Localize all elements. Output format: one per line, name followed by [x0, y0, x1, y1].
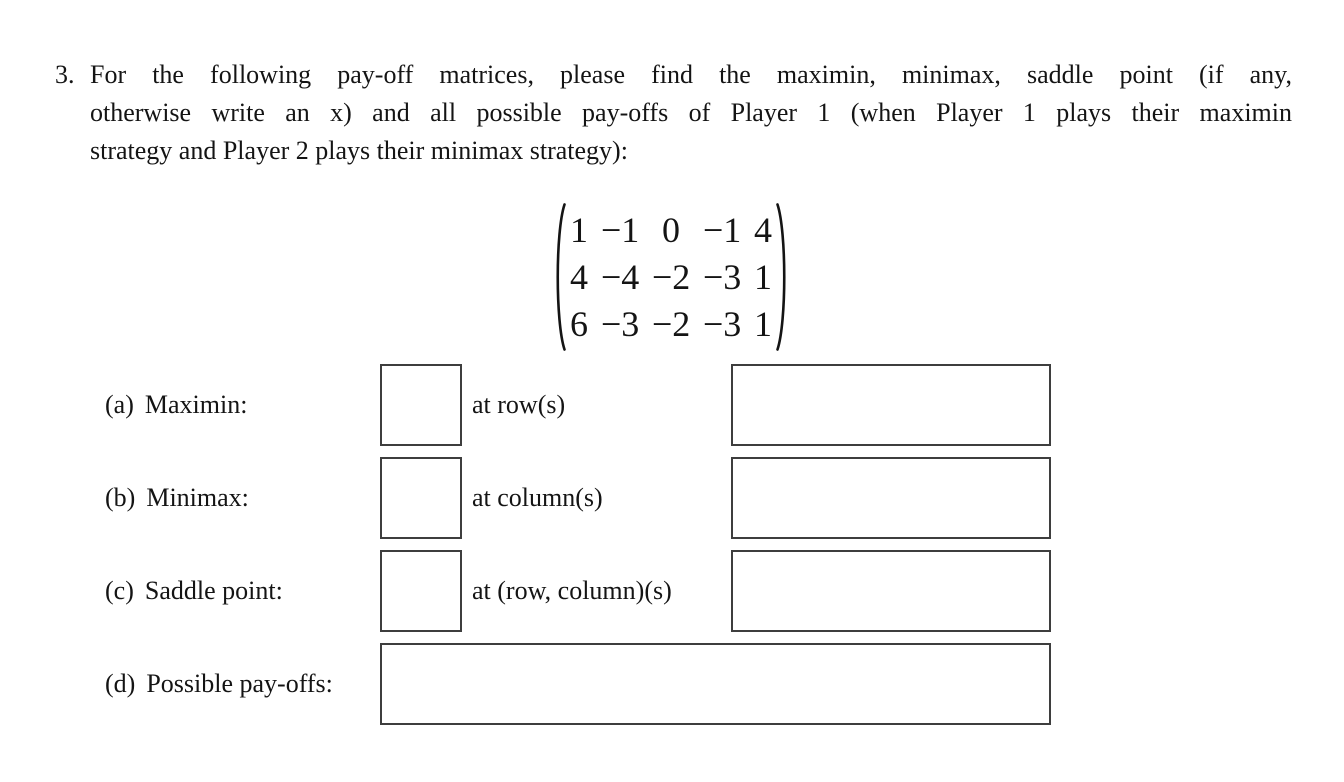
matrix-cell: 1: [570, 209, 588, 250]
possible-payoffs-box[interactable]: [380, 643, 1051, 725]
matrix-grid: 1 −1 0 −1 4 4 −4 −2 −3 1 6 −3 −2 −3 1: [570, 202, 772, 352]
item-tag: (d): [105, 669, 136, 698]
matrix-cell: −1: [601, 209, 640, 250]
problem-text: For the following pay-off matrices, plea…: [90, 56, 1292, 170]
matrix-cell: −3: [601, 303, 640, 344]
possible-payoffs-label: (d) Possible pay-offs:: [105, 643, 333, 725]
item-tag: (a): [105, 390, 134, 419]
matrix-cell: −3: [703, 256, 742, 297]
statement-line-3: strategy and Player 2 plays their minima…: [90, 136, 628, 165]
matrix-cell: −2: [652, 256, 691, 297]
answer-row-minimax: (b) Minimax: at column(s): [0, 457, 1344, 539]
matrix-cell: −4: [601, 256, 640, 297]
matrix-cell: 1: [754, 303, 772, 344]
matrix-left-paren-icon: [551, 202, 567, 352]
problem-number: 3.: [55, 60, 75, 89]
maximin-suffix: at row(s): [472, 390, 566, 419]
matrix-cell: −2: [652, 303, 691, 344]
problem-statement: 3. For the following pay-off matrices, p…: [55, 56, 1292, 170]
minimax-value-box[interactable]: [380, 457, 462, 539]
maximin-value-box[interactable]: [380, 364, 462, 446]
item-title: Maximin:: [144, 390, 248, 419]
answer-row-saddle-point: (c) Saddle point: at (row, column)(s): [0, 550, 1344, 632]
matrix-cell: 4: [570, 256, 588, 297]
item-title: Minimax:: [146, 483, 249, 512]
matrix-cell: −3: [703, 303, 742, 344]
statement-line-2: otherwise write an x) and all possible p…: [90, 98, 1292, 127]
saddle-point-value-box[interactable]: [380, 550, 462, 632]
matrix-cell: −1: [703, 209, 742, 250]
item-tag: (b): [105, 483, 136, 512]
payoff-matrix: 1 −1 0 −1 4 4 −4 −2 −3 1 6 −3 −2 −3 1: [551, 202, 791, 352]
statement-line-1: For the following pay-off matrices, plea…: [90, 60, 1292, 89]
matrix-right-paren-icon: [775, 202, 791, 352]
matrix-cell: 0: [662, 209, 680, 250]
saddle-point-label: (c) Saddle point:: [105, 550, 283, 632]
minimax-columns-box[interactable]: [731, 457, 1051, 539]
answer-row-maximin: (a) Maximin: at row(s): [0, 364, 1344, 446]
item-tag: (c): [105, 576, 134, 605]
minimax-suffix: at column(s): [472, 483, 603, 512]
item-title: Saddle point:: [144, 576, 283, 605]
item-title: Possible pay-offs:: [146, 669, 333, 698]
matrix-cell: 4: [754, 209, 772, 250]
matrix-cell: 6: [570, 303, 588, 344]
maximin-rows-box[interactable]: [731, 364, 1051, 446]
matrix-cell: 1: [754, 256, 772, 297]
maximin-label: (a) Maximin:: [105, 364, 247, 446]
saddle-point-coords-box[interactable]: [731, 550, 1051, 632]
minimax-label: (b) Minimax:: [105, 457, 249, 539]
answer-row-possible-payoffs: (d) Possible pay-offs:: [0, 643, 1344, 725]
saddle-point-suffix: at (row, column)(s): [472, 576, 672, 605]
